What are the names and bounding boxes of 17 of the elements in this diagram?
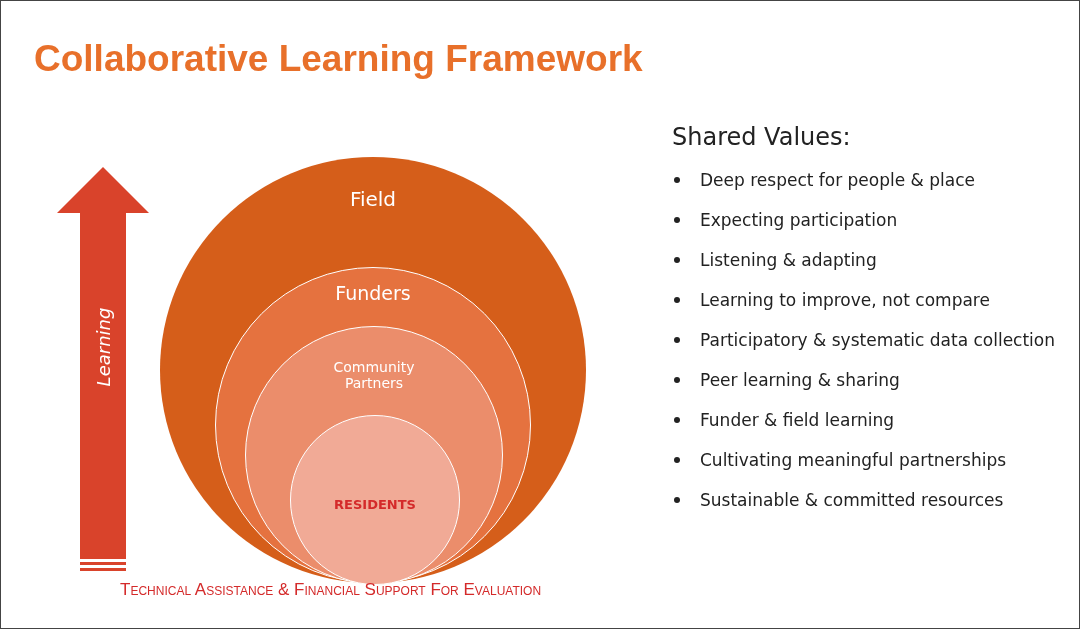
heading: Shared Values: — [672, 123, 851, 151]
list-text: Expecting participation — [700, 210, 898, 230]
circle-label: Community Partners — [332, 359, 416, 391]
arrow-label: Learning — [92, 307, 114, 387]
list-text: Participatory & systematic data collection — [700, 330, 1056, 350]
list-text: Funder & field learning — [700, 410, 895, 430]
title: Collaborative Learning Framework — [34, 38, 643, 80]
caption: Technical Assistance & Financial Support For Evaluation — [120, 580, 542, 600]
circle-label: RESIDENTS — [334, 497, 416, 512]
list-text: Deep respect for people & place — [700, 170, 975, 190]
list-text: Listening & adapting — [700, 250, 877, 270]
list-text: Sustainable & committed resources — [700, 490, 1004, 510]
circle-label: Funders — [335, 282, 411, 304]
list-text: Peer learning & sharing — [700, 370, 900, 390]
list-text: Learning to improve, not compare — [700, 290, 990, 310]
list-text: Cultivating meaningful partnerships — [700, 450, 1007, 470]
circle-label: Field — [349, 187, 397, 211]
